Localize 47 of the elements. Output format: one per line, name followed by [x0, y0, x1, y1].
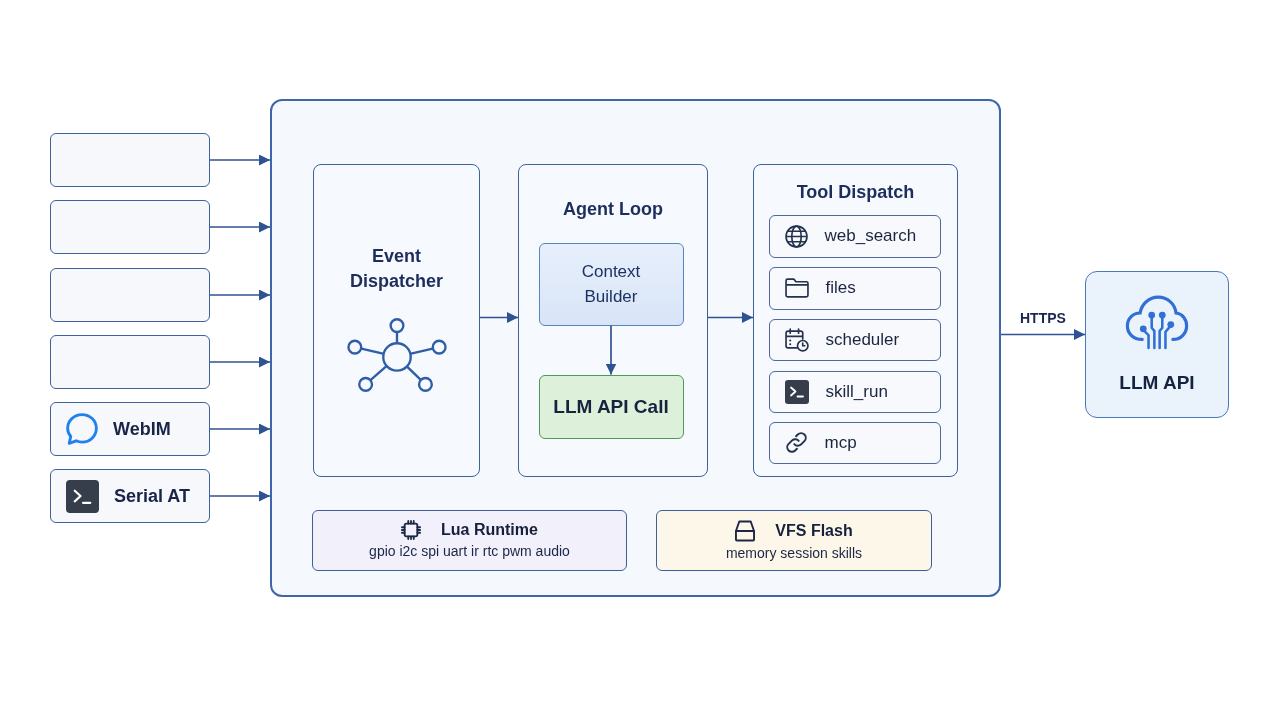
tool-name: mcp: [824, 432, 857, 453]
module-title: VFS Flash: [775, 522, 853, 540]
channel-card: [50, 335, 210, 389]
arrow: [209, 490, 271, 502]
module-panel: [313, 164, 480, 477]
arrow: [209, 221, 271, 233]
process-box: [538, 374, 684, 439]
channel-card: [50, 268, 210, 322]
process-label: Context Builder: [580, 261, 642, 308]
module-title: Lua Runtime: [441, 521, 538, 539]
tool-card: [768, 266, 941, 310]
tool-name: files: [825, 278, 856, 298]
tool-name: skill_run: [825, 381, 888, 402]
service-card: [1085, 271, 1229, 418]
channel-name: Serial AT: [114, 485, 191, 507]
arrow: [707, 312, 754, 323]
process-label: LLM API Call: [553, 395, 669, 418]
module-card: [312, 510, 627, 571]
panel-title: Agent Loop: [563, 198, 663, 221]
channel-name: WebIM: [113, 418, 171, 440]
module-description: gpio i2c spi uart ir rtc pwm audio: [369, 543, 570, 559]
module-description: memory session skills: [725, 545, 863, 561]
tool-name: scheduler: [825, 329, 900, 350]
channel-card: [50, 469, 210, 523]
tool-name: web_search: [824, 226, 917, 246]
arrow: [1000, 329, 1086, 340]
arrow: [209, 356, 271, 368]
process-box: [538, 242, 684, 326]
tool-card: [768, 370, 941, 413]
panel-title: Tool Dispatch: [796, 181, 915, 204]
arrow: [209, 154, 271, 166]
panel-title: Event Dispatcher: [348, 245, 444, 293]
arrow: [209, 289, 271, 301]
module-card: [656, 510, 932, 571]
channel-card: [50, 200, 210, 254]
module-panel: [753, 164, 958, 477]
tool-card: [768, 214, 941, 258]
arrow: [209, 423, 271, 435]
module-panel: [518, 164, 708, 477]
service-name: LLM API: [1119, 372, 1195, 394]
channel-card: [50, 133, 210, 187]
system-frame: [270, 99, 1001, 597]
tool-card: [768, 421, 941, 464]
channel-card: [50, 402, 210, 456]
arrow: [605, 324, 617, 376]
arrow: [479, 312, 519, 323]
tool-card: [768, 318, 941, 361]
